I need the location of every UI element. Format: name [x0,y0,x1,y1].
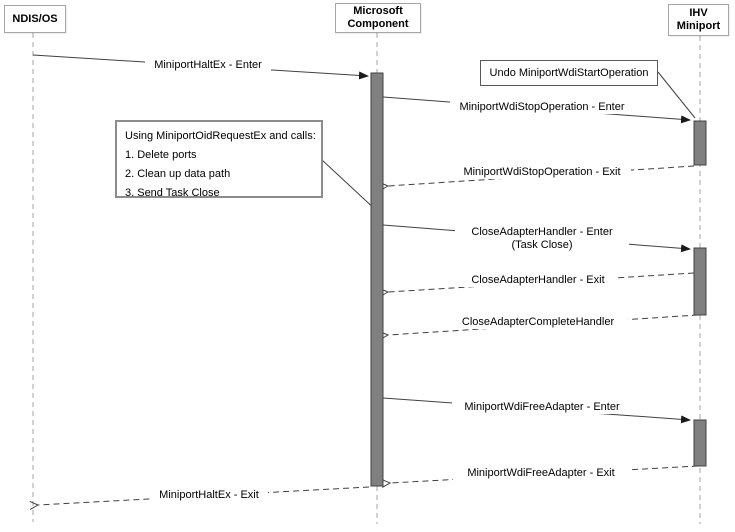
actor-label-microsoft-line1: Microsoft [353,5,403,17]
actor-label-ihv-line1: IHV [689,7,708,19]
actor-box-microsoft: Microsoft Component [335,3,421,33]
message-label-stop-exit: MiniportWdiStopOperation - Exit [453,166,631,179]
note-oid-line-3: 2. Clean up data path [125,168,231,180]
message-label-close-enter-main: CloseAdapterHandler - Enter [471,226,613,238]
actor-box-ihv: IHV Miniport [668,4,729,36]
message-label-halt-exit: MiniportHaltEx - Exit [150,489,268,502]
actor-label-ndis: NDIS/OS [12,12,58,25]
message-label-halt-enter: MiniportHaltEx - Enter [145,59,271,72]
connector-oid-note [320,158,379,213]
note-oid-line-4: 3. Send Task Close [125,187,220,199]
message-label-close-exit: CloseAdapterHandler - Exit [458,274,618,287]
message-label-close-enter: CloseAdapterHandler - Enter (Task Close) [455,226,629,252]
note-undo-start-operation: Undo MiniportWdiStartOperation [480,60,658,86]
activation-bar-microsoft [370,72,384,487]
note-undo-text: Undo MiniportWdiStartOperation [489,67,649,79]
actor-box-ndis: NDIS/OS [4,5,66,33]
message-label-close-enter-sub: (Task Close) [511,239,573,251]
message-label-stop-enter: MiniportWdiStopOperation - Enter [450,101,634,114]
note-oid-line-1: Using MiniportOidRequestEx and calls: [125,130,316,142]
activation-bar-ihv-stop [693,120,707,166]
message-label-close-complete: CloseAdapterCompleteHandler [448,316,628,329]
activation-bar-ihv-close [693,247,707,316]
actor-label-ihv-line2: Miniport [676,20,721,32]
activation-bar-ihv-free [693,419,707,467]
message-label-free-enter: MiniportWdiFreeAdapter - Enter [452,401,632,414]
note-oid-request-steps: Using MiniportOidRequestEx and calls: 1.… [115,120,323,199]
connector-undo-note [657,71,696,119]
note-oid-line-2: 1. Delete ports [125,149,197,161]
message-label-free-exit: MiniportWdiFreeAdapter - Exit [453,467,629,480]
actor-label-microsoft-line2: Component [347,18,409,30]
